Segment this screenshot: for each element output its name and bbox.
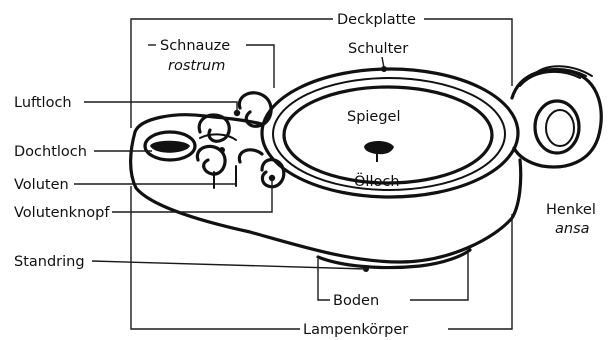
wick-hole-fill <box>150 141 190 153</box>
lamp-body-outline <box>131 132 521 262</box>
label-lampenkoerper: Lampenkörper <box>303 322 408 338</box>
label-henkel: Henkel <box>546 202 596 218</box>
lamp-illustration <box>131 66 602 272</box>
label-schulter: Schulter <box>348 41 408 57</box>
label-oelloch: Ölloch <box>354 172 400 190</box>
label-luftloch: Luftloch <box>14 95 72 111</box>
label-boden: Boden <box>333 293 379 309</box>
label-ansa: ansa <box>555 221 590 237</box>
base-ring <box>318 250 470 268</box>
label-schnauze: Schnauze <box>160 38 230 54</box>
label-spiegel: Spiegel <box>347 109 401 125</box>
oil-hole <box>364 141 394 162</box>
label-voluten: Voluten <box>14 177 69 193</box>
label-standring: Standring <box>14 254 85 270</box>
labels: Deckplatte Schnauze rostrum Schulter Luf… <box>14 12 596 338</box>
volutes <box>197 93 283 188</box>
label-dochtloch: Dochtloch <box>14 144 87 160</box>
handle <box>512 66 601 167</box>
label-volutenknopf: Volutenknopf <box>14 205 110 221</box>
label-rostrum: rostrum <box>168 58 225 74</box>
label-deckplatte: Deckplatte <box>337 12 416 28</box>
